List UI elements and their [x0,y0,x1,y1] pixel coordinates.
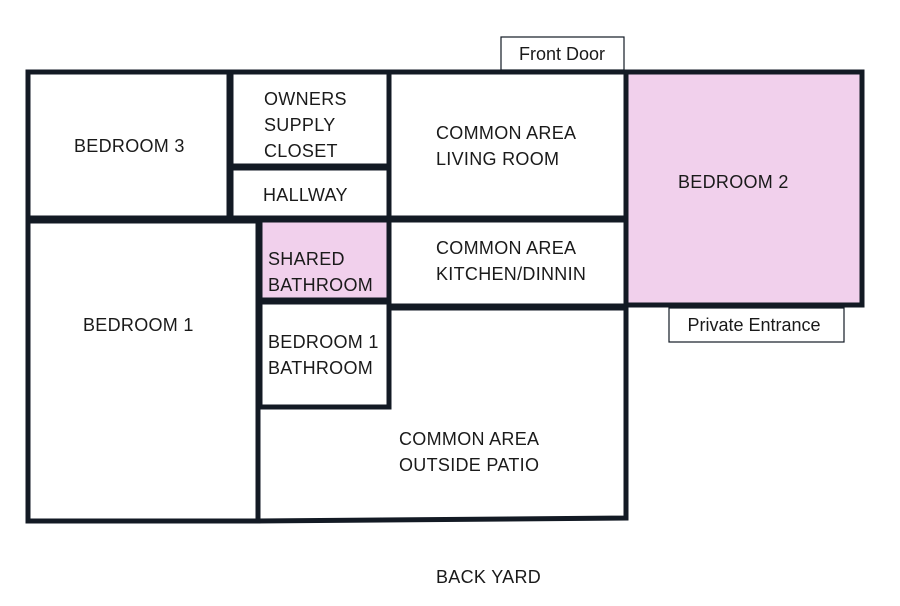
bedroom-2-label: BEDROOM 2 [678,172,789,192]
back-yard-label: BACK YARD [436,567,541,587]
shared-bathroom-label: SHARED BATHROOM [268,249,373,295]
room-common-area-living-room [386,69,629,221]
front-door-label: Front Door [519,44,605,64]
room-bedroom-1 [25,218,261,524]
private-entrance-tag [668,307,845,343]
room-bedroom-2 [623,69,865,308]
living-room-label: COMMON AREA LIVING ROOM [436,123,581,169]
front-door-tag [500,36,625,71]
owners-supply-closet-label: OWNERS SUPPLY CLOSET [264,89,352,161]
room-hallway [228,165,392,221]
bedroom-3-label: BEDROOM 3 [74,136,185,156]
room-common-area-outside-patio [255,305,629,524]
outside-patio-label: COMMON AREA OUTSIDE PATIO [399,429,544,475]
room-bedroom-1-bathroom [257,299,392,410]
bedroom-1-label: BEDROOM 1 [83,315,194,335]
private-entrance-label: Private Entrance [687,315,820,335]
hallway-label: HALLWAY [263,185,348,205]
room-bedroom-3 [25,69,232,221]
bedroom-1-bathroom-label: BEDROOM 1 BATHROOM [268,332,384,378]
kitchen-dining-label: COMMON AREA KITCHEN/DINNIN [436,238,586,284]
room-common-area-kitchen [386,217,629,309]
